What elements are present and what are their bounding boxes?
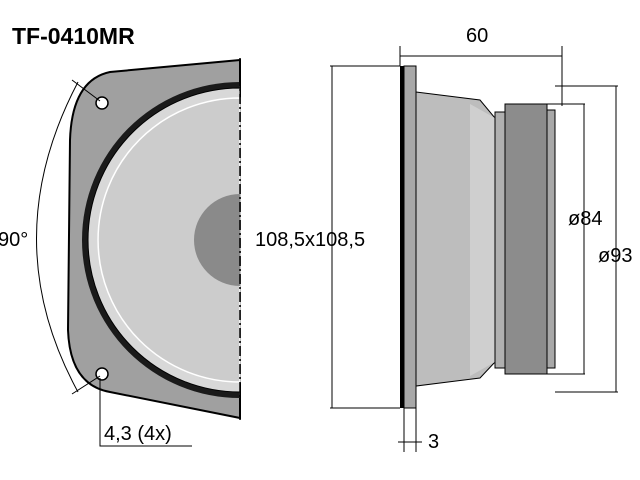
angle-arc xyxy=(36,81,79,393)
model-title: TF-0410MR xyxy=(12,23,135,49)
frame-size-label: 108,5x108,5 xyxy=(255,229,365,251)
front-view xyxy=(36,58,241,447)
angle-arc-tick-top xyxy=(71,79,101,102)
hole-label: 4,3 (4x) xyxy=(104,423,172,445)
angle-arc-tick-bottom xyxy=(71,375,101,395)
side-flange-black xyxy=(400,66,404,408)
side-magnet-plate xyxy=(494,111,506,369)
angle-label: 90° xyxy=(0,229,28,251)
front-dust-cap xyxy=(194,194,240,286)
side-rear-cap xyxy=(546,109,556,369)
side-magnet xyxy=(504,103,548,375)
thickness-label: 3 xyxy=(428,431,439,453)
mounting-hole-bottom xyxy=(95,367,109,381)
magnet-diameter-label: ø84 xyxy=(568,208,602,230)
front-cone-ring xyxy=(97,97,241,383)
side-basket-shade xyxy=(470,104,495,376)
side-flange xyxy=(403,65,417,409)
hole-dimension-leader xyxy=(99,378,192,447)
side-view xyxy=(330,46,618,452)
depth-label: 60 xyxy=(466,25,488,47)
outer-diameter-label: ø93 xyxy=(598,245,632,267)
